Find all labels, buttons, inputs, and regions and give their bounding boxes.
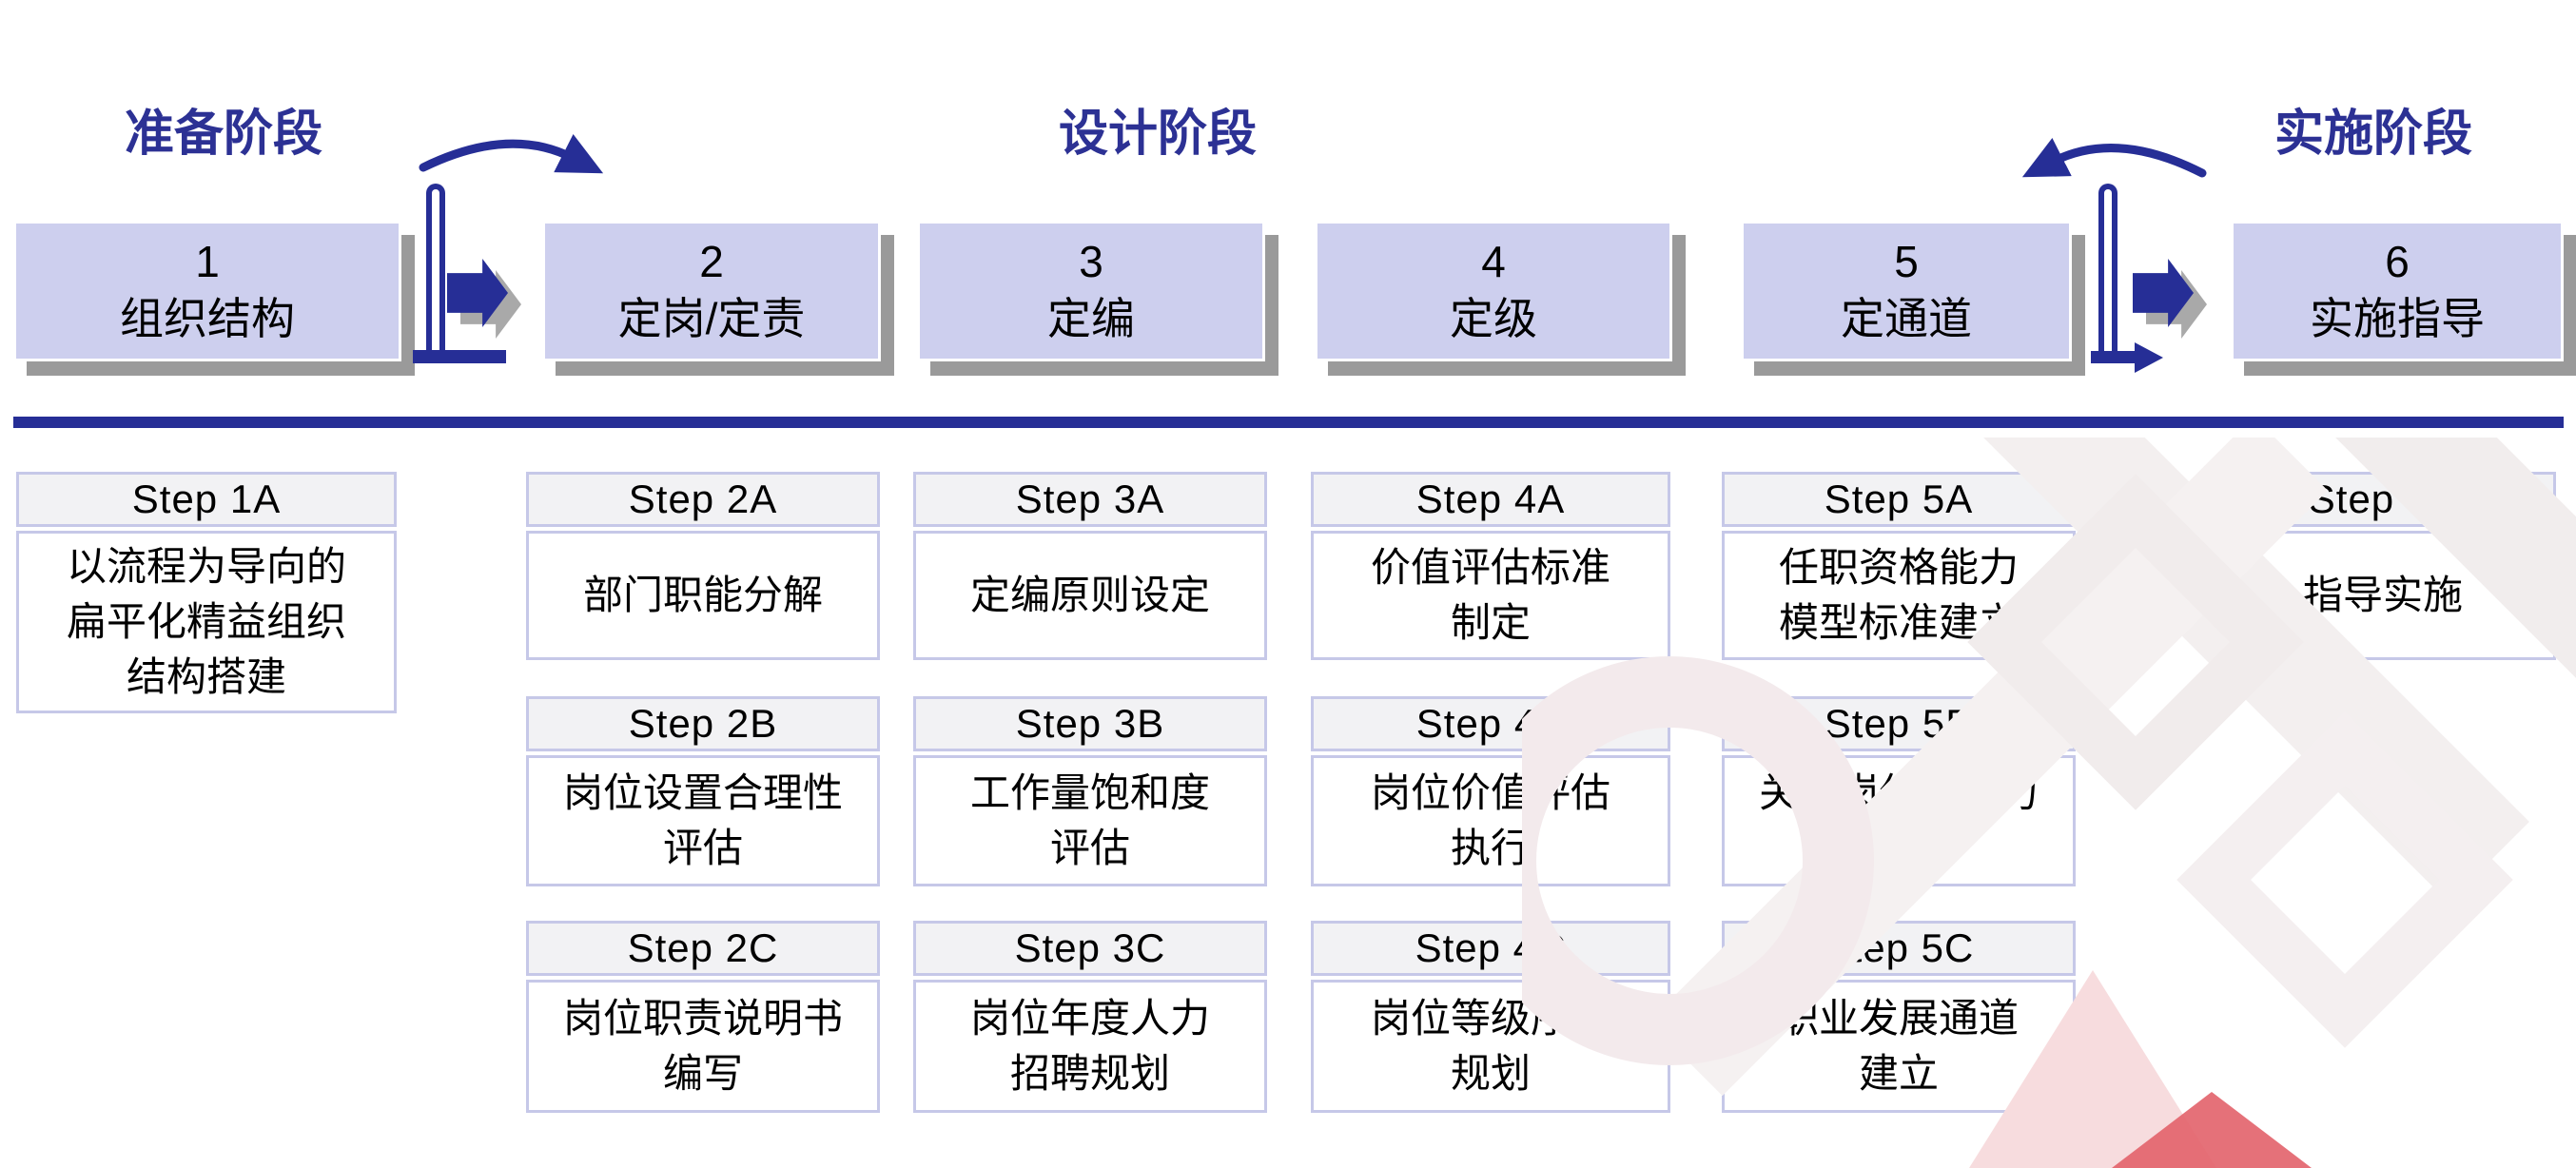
step-text: 岗位年度人力 招聘规划 — [913, 980, 1267, 1113]
stage-label: 定编 — [1047, 294, 1135, 343]
step-title: Step 2C — [526, 921, 880, 976]
step-text: 岗位职责说明书 编写 — [526, 980, 880, 1113]
step-title: Step 2B — [526, 696, 880, 751]
step-title: Step 3B — [913, 696, 1267, 751]
phase-bracket-right-foot — [2091, 351, 2137, 363]
step-text: 工作量饱和度 评估 — [913, 755, 1267, 886]
step-card-4c: Step 4C 岗位等级序列 规划 — [1311, 921, 1670, 1113]
step-title: Step 2A — [526, 472, 880, 527]
step-card-5c: Step 5C 职业发展通道 建立 — [1722, 921, 2076, 1113]
step-card-5b: Step 5B 关键岗位胜任力 测评 — [1722, 696, 2076, 886]
step-card-4b: Step 4B 岗位价值评估 执行 — [1311, 696, 1670, 886]
step-card-5a: Step 5A 任职资格能力 模型标准建立 — [1722, 472, 2076, 660]
phase-bracket-right-arrowhead-icon — [2135, 342, 2163, 373]
stage-number: 5 — [1894, 237, 1919, 287]
step-title: Step 5C — [1722, 921, 2076, 976]
phase-title-prepare: 准备阶段 — [124, 107, 322, 162]
step-card-6a: Step 6A 指导实施 — [2210, 472, 2556, 660]
stage-number: 1 — [195, 237, 220, 287]
stage-label: 定岗/定责 — [617, 294, 806, 343]
curved-arrow-right-icon — [419, 134, 604, 174]
step-title: Step 5B — [1722, 696, 2076, 751]
step-text: 岗位价值评估 执行 — [1311, 755, 1670, 886]
step-title: Step 4A — [1311, 472, 1670, 527]
curved-arrow-left-icon — [2021, 138, 2207, 178]
watermark-diamond — [2176, 711, 2513, 1048]
step-text: 定编原则设定 — [913, 531, 1267, 660]
step-card-3b: Step 3B 工作量饱和度 评估 — [913, 696, 1267, 886]
step-text: 指导实施 — [2210, 531, 2556, 660]
stage-number: 3 — [1079, 237, 1103, 287]
stage-box-6: 6 实施指导 — [2231, 221, 2564, 361]
watermark-red-triangle — [2112, 1092, 2312, 1168]
stage-label: 组织结构 — [120, 294, 295, 343]
stage-label: 定通道 — [1841, 294, 1972, 343]
step-title: Step 3C — [913, 921, 1267, 976]
step-text: 职业发展通道 建立 — [1722, 980, 2076, 1113]
phase-title-design: 设计阶段 — [1058, 107, 1257, 162]
step-title: Step 6A — [2210, 472, 2556, 527]
phase-bracket-left-foot — [413, 350, 506, 363]
step-card-2a: Step 2A 部门职能分解 — [526, 472, 880, 660]
step-text: 任职资格能力 模型标准建立 — [1722, 531, 2076, 660]
stage-label: 定级 — [1450, 294, 1537, 343]
step-card-2b: Step 2B 岗位设置合理性 评估 — [526, 696, 880, 886]
step-title: Step 4B — [1311, 696, 1670, 751]
stage-box-1: 1 组织结构 — [13, 221, 401, 361]
step-text: 部门职能分解 — [526, 531, 880, 660]
step-text: 岗位等级序列 规划 — [1311, 980, 1670, 1113]
step-card-3c: Step 3C 岗位年度人力 招聘规划 — [913, 921, 1267, 1113]
stage-label: 实施指导 — [2310, 294, 2485, 343]
phase-divider-line — [13, 417, 2564, 428]
step-card-3a: Step 3A 定编原则设定 — [913, 472, 1267, 660]
stage-number: 2 — [699, 237, 724, 287]
stage-box-5: 5 定通道 — [1741, 221, 2072, 361]
stage-box-3: 3 定编 — [917, 221, 1265, 361]
step-title: Step 3A — [913, 472, 1267, 527]
step-card-2c: Step 2C 岗位职责说明书 编写 — [526, 921, 880, 1113]
stage-box-4: 4 定级 — [1315, 221, 1672, 361]
step-text: 关键岗位胜任力 测评 — [1722, 755, 2076, 886]
step-text: 价值评估标准 制定 — [1311, 531, 1670, 660]
step-text: 以流程为导向的 扁平化精益组织 结构搭建 — [16, 531, 397, 713]
step-title: Step 1A — [16, 472, 397, 527]
phase-bracket-right — [2098, 184, 2117, 360]
step-card-1a: Step 1A 以流程为导向的 扁平化精益组织 结构搭建 — [16, 472, 397, 713]
step-text: 岗位设置合理性 评估 — [526, 755, 880, 886]
step-card-4a: Step 4A 价值评估标准 制定 — [1311, 472, 1670, 660]
stage-number: 4 — [1481, 237, 1506, 287]
phase-title-implement: 实施阶段 — [2274, 107, 2472, 162]
step-title: Step 4C — [1311, 921, 1670, 976]
stage-box-2: 2 定岗/定责 — [542, 221, 881, 361]
step-title: Step 5A — [1722, 472, 2076, 527]
phase-bracket-left — [426, 184, 445, 360]
stage-number: 6 — [2385, 237, 2410, 287]
